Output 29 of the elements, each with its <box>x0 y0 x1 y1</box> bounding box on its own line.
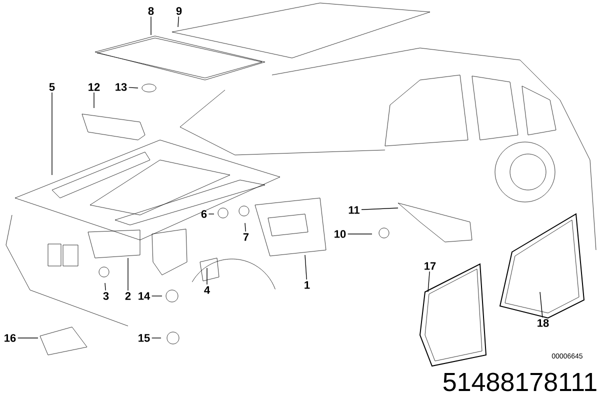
leader-line <box>304 254 307 280</box>
callout-number: 9 <box>176 7 182 15</box>
callout-number: 17 <box>424 262 436 270</box>
callout-number: 18 <box>538 319 549 327</box>
callout-number: 7 <box>243 233 249 241</box>
callout-number: 2 <box>125 292 131 300</box>
callout-number: 5 <box>49 83 55 91</box>
leader-line <box>428 271 430 292</box>
callout-number: 11 <box>348 206 360 214</box>
leader-line <box>244 222 246 232</box>
callout-number: 10 <box>334 230 346 238</box>
callout-number: 15 <box>138 334 150 342</box>
part-number: 51488178111 <box>443 372 596 392</box>
leader-line <box>150 16 152 36</box>
leader-line <box>178 16 179 28</box>
callout-number: 8 <box>148 7 154 15</box>
callout-number: 1 <box>304 281 310 289</box>
leader-line <box>206 268 208 285</box>
callout-number: 4 <box>204 286 210 294</box>
leader-line <box>128 87 138 88</box>
callout-number: 6 <box>201 210 207 218</box>
callout-number: 3 <box>103 292 109 300</box>
leader-line <box>361 208 398 210</box>
leader-line <box>104 282 106 291</box>
callout-number: 12 <box>88 83 100 91</box>
callout-number: 13 <box>116 83 127 91</box>
leader-line <box>540 292 543 318</box>
callout-number: 16 <box>4 334 16 342</box>
callout-number: 14 <box>138 292 150 300</box>
